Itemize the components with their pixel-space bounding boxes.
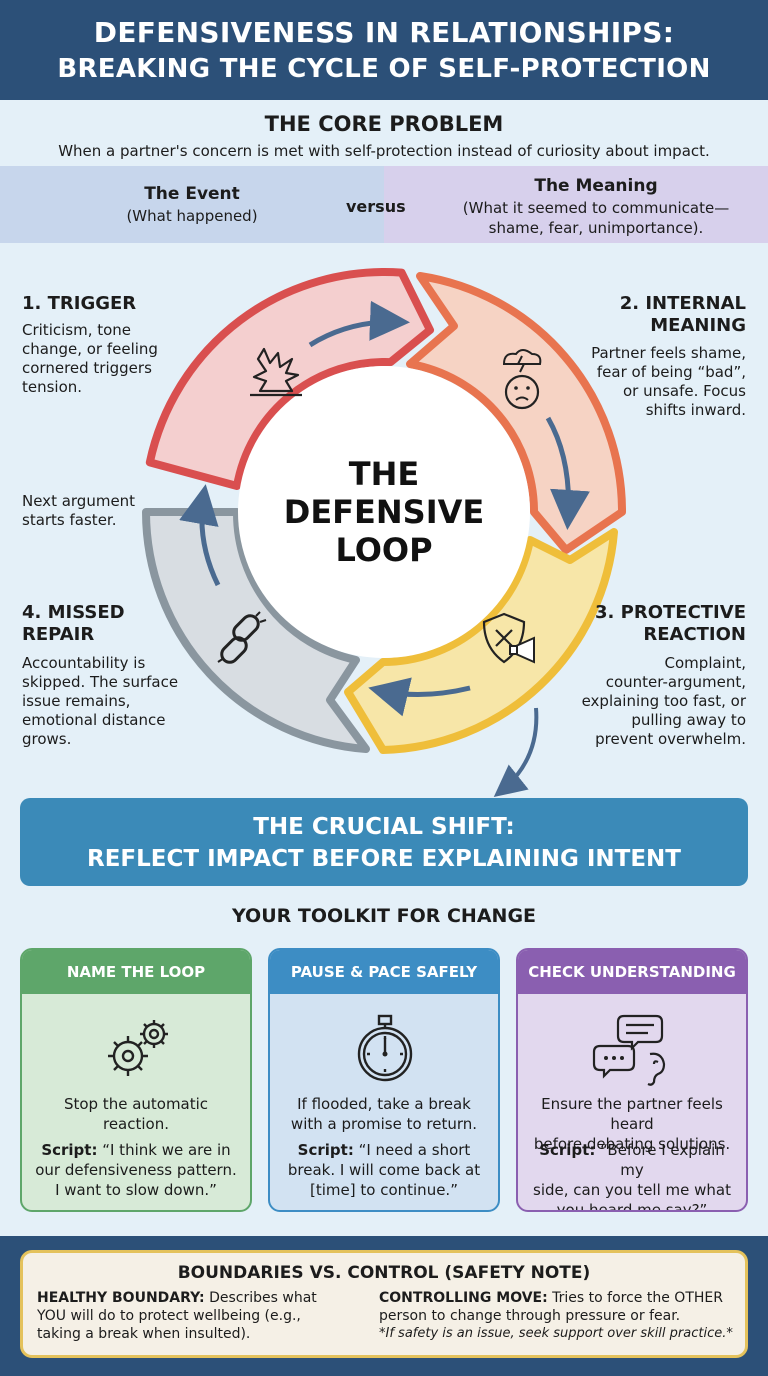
- toolkit-card-name-the-loop: NAME THE LOOP Stop the automatic reactio…: [20, 948, 252, 1212]
- explosion-icon: [250, 347, 302, 397]
- stage-repair-title: 4. MISSED REPAIR: [22, 602, 125, 645]
- main-title-line1: DEFENSIVENESS IN RELATIONSHIPS:: [93, 16, 675, 49]
- safety-note-box: BOUNDARIES VS. CONTROL (SAFETY NOTE) HEA…: [20, 1250, 748, 1358]
- loop-center-line1: THE: [348, 455, 420, 493]
- crucial-shift-line1: THE CRUCIAL SHIFT:: [253, 814, 515, 840]
- card-title: NAME THE LOOP: [22, 950, 250, 994]
- loop-center-line3: LOOP: [335, 531, 433, 569]
- arrow-reaction-to-repair: [368, 677, 471, 717]
- event-band: The Event (What happened): [0, 166, 384, 243]
- loop-center-circle: [238, 366, 530, 658]
- card-script: Script: “I need a short break. I will co…: [287, 1141, 481, 1199]
- arrow-trigger-to-meaning: [308, 300, 410, 348]
- stage-reaction-text: Complaint, counter-argument, explaining …: [581, 654, 746, 748]
- card-script: Script: “Before I explain my side, can y…: [533, 1141, 731, 1212]
- card-description: Ensure the partner feels heard before de…: [533, 1095, 731, 1153]
- event-title: The Event: [144, 184, 240, 204]
- broken-chain-icon: [217, 611, 267, 664]
- speech-ear-icon: [592, 1014, 666, 1086]
- stage-repair-text: Accountability is skipped. The surface i…: [22, 654, 179, 748]
- toolkit-title: YOUR TOOLKIT FOR CHANGE: [231, 905, 537, 927]
- defensive-loop-diagram: [142, 268, 627, 798]
- stage-reaction-title: 3. PROTECTIVE REACTION: [595, 602, 746, 645]
- arrow-to-crucial-shift: [493, 707, 539, 798]
- meaning-title: The Meaning: [534, 176, 658, 196]
- card-title: PAUSE & PACE SAFELY: [270, 950, 498, 994]
- toolkit-card-pause-pace: PAUSE & PACE SAFELY If flooded, take a b…: [268, 948, 500, 1212]
- return-note: Next argument starts faster.: [22, 492, 136, 529]
- card-script: Script: “I think we are in our defensive…: [35, 1141, 237, 1199]
- stopwatch-icon: [357, 1014, 413, 1082]
- healthy-boundary-text: HEALTHY BOUNDARY: Describes what YOU wil…: [37, 1290, 317, 1342]
- safety-title: BOUNDARIES VS. CONTROL (SAFETY NOTE): [177, 1263, 591, 1283]
- stage-meaning-text: Partner feels shame, fear of being “bad”…: [591, 344, 746, 419]
- worried-face-icon: [502, 349, 542, 410]
- versus-label: versus: [346, 197, 406, 216]
- stage-trigger-title: 1. TRIGGER: [22, 293, 137, 314]
- card-title: CHECK UNDERSTANDING: [518, 950, 746, 994]
- arrow-repair-to-trigger: [179, 484, 221, 587]
- stage-trigger-text: Criticism, tone change, or feeling corne…: [22, 321, 158, 396]
- header-banner: DEFENSIVENESS IN RELATIONSHIPS: BREAKING…: [0, 0, 768, 100]
- crucial-shift-line2: REFLECT IMPACT BEFORE EXPLAINING INTENT: [87, 846, 681, 872]
- shield-megaphone-icon: [482, 612, 535, 664]
- toolkit-card-check-understanding: CHECK UNDERSTANDING Ensure the partner f…: [516, 948, 748, 1212]
- crucial-shift-banner: THE CRUCIAL SHIFT: REFLECT IMPACT BEFORE…: [20, 798, 748, 886]
- safety-disclaimer: *If safety is an issue, seek support ove…: [379, 1326, 733, 1341]
- core-problem-text: When a partner's concern is met with sel…: [58, 142, 710, 160]
- arrow-meaning-to-reaction: [545, 416, 590, 530]
- meaning-band: The Meaning (What it seemed to communica…: [384, 166, 768, 243]
- gears-icon: [108, 1020, 168, 1076]
- stage-meaning-title: 2. INTERNAL MEANING: [619, 293, 746, 336]
- meaning-subtitle-line1: (What it seemed to communicate—: [462, 199, 730, 217]
- loop-center-line2: DEFENSIVE: [283, 493, 485, 531]
- card-description: If flooded, take a break with a promise …: [290, 1095, 478, 1133]
- controlling-move-text: CONTROLLING MOVE: Tries to force the OTH…: [379, 1289, 741, 1343]
- core-problem-title: THE CORE PROBLEM: [264, 112, 504, 136]
- event-subtitle: (What happened): [126, 207, 258, 225]
- main-title-line2: BREAKING THE CYCLE OF SELF-PROTECTION: [57, 54, 711, 84]
- meaning-subtitle-line2: shame, fear, unimportance).: [488, 219, 704, 237]
- card-description: Stop the automatic reaction.: [63, 1095, 209, 1133]
